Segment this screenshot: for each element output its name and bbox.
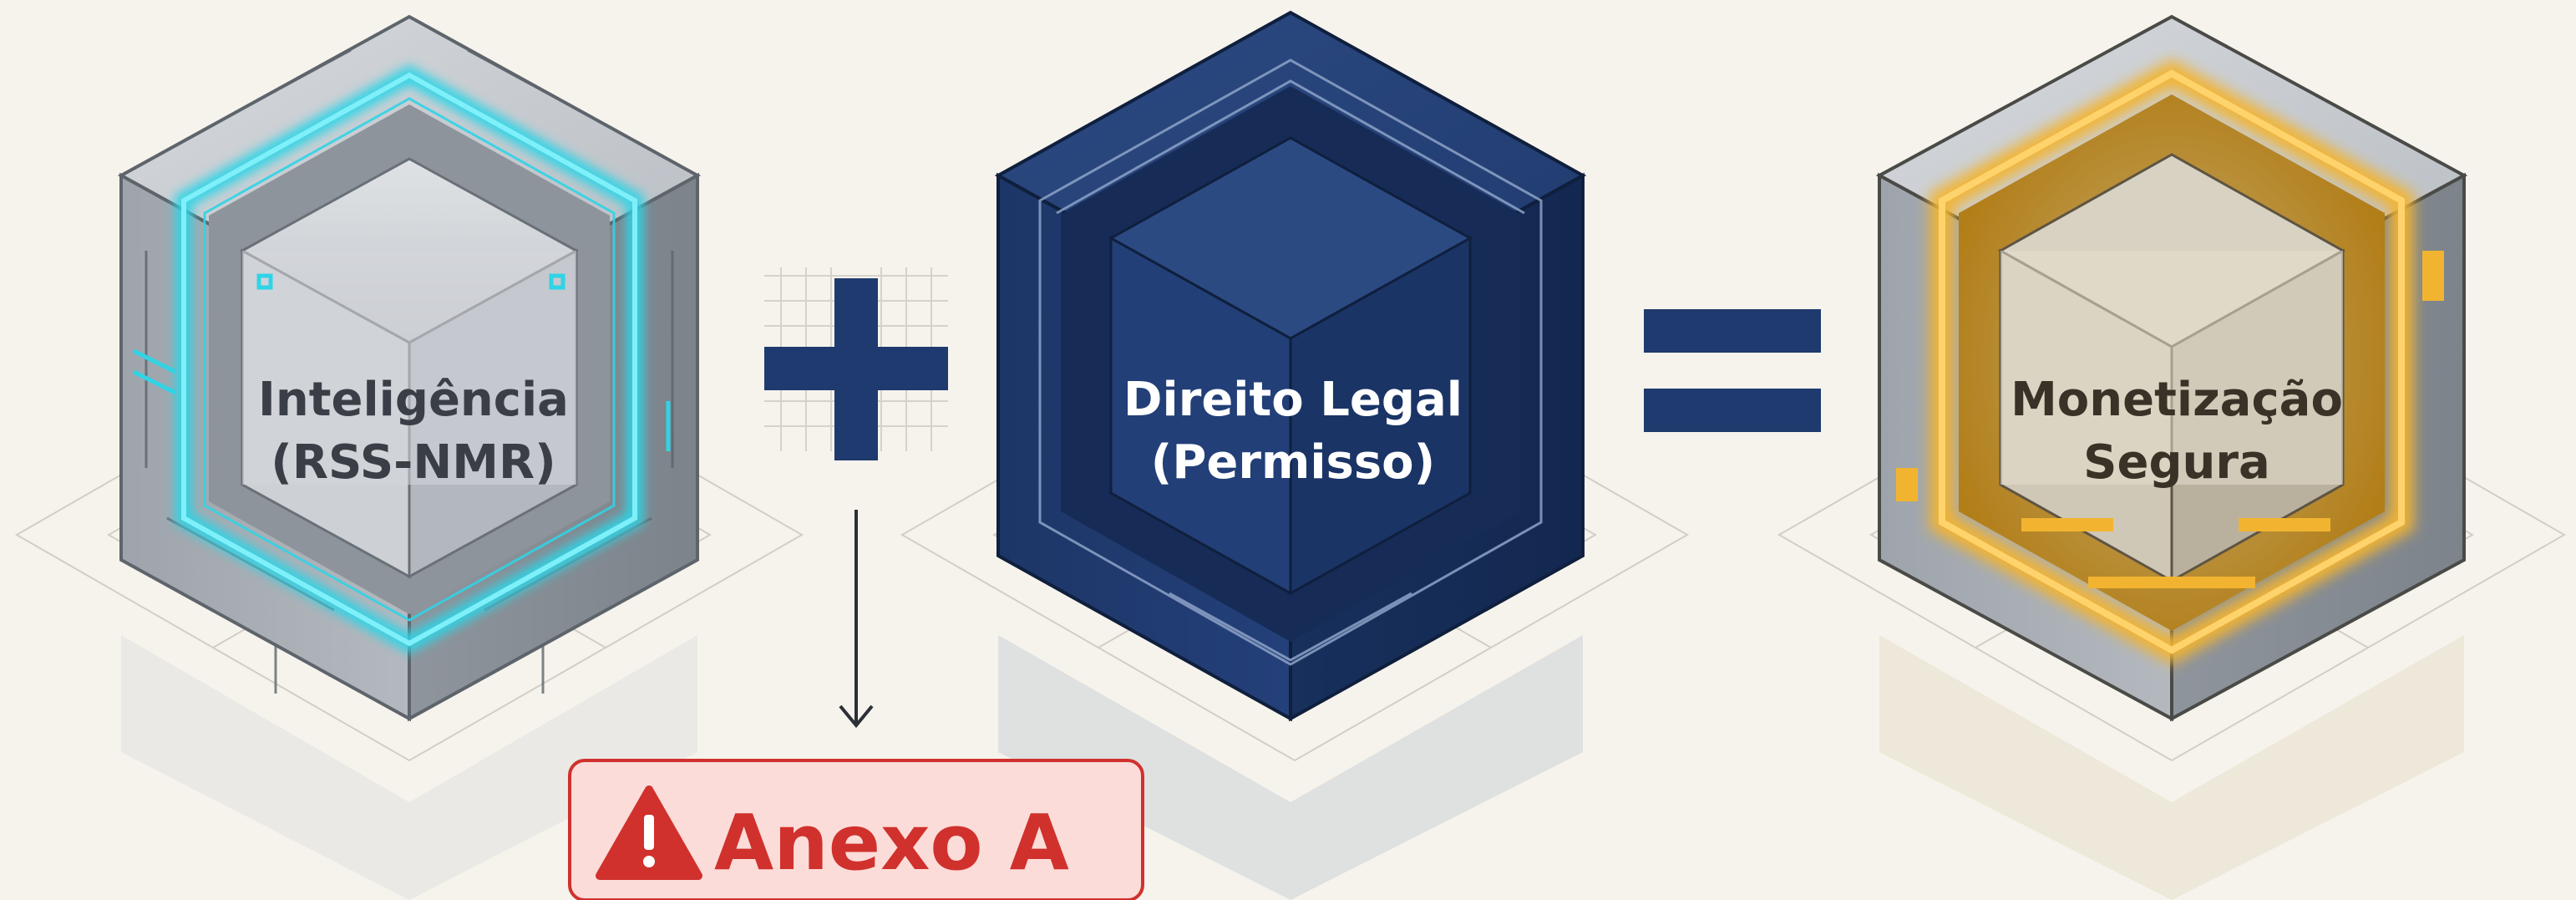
cube-inteligencia-line2: (RSS-NMR) (271, 435, 555, 490)
cube-direito-legal-line1: Direito Legal (1123, 373, 1463, 427)
cube-direito-legal: Direito Legal (Permisso) (994, 10, 1587, 900)
cube-direito-legal-line2: (Permisso) (1151, 435, 1436, 490)
cube-inteligencia-line1: Inteligência (258, 373, 569, 427)
cube-monetizacao-line2: Segura (2083, 435, 2270, 490)
warning-triangle-icon (596, 786, 702, 880)
equals-operator (1644, 309, 1821, 432)
cube-monetizacao-line1: Monetização (2011, 373, 2343, 427)
cube-monetizacao: Monetização Segura (1875, 14, 2468, 900)
warning-annex-label: Anexo A (714, 798, 1069, 887)
cube-inteligencia: Inteligência (RSS-NMR) (117, 14, 702, 900)
plus-operator (764, 267, 948, 460)
warning-annex-badge: Anexo A (568, 759, 1144, 900)
arrow-down-icon (839, 510, 874, 729)
